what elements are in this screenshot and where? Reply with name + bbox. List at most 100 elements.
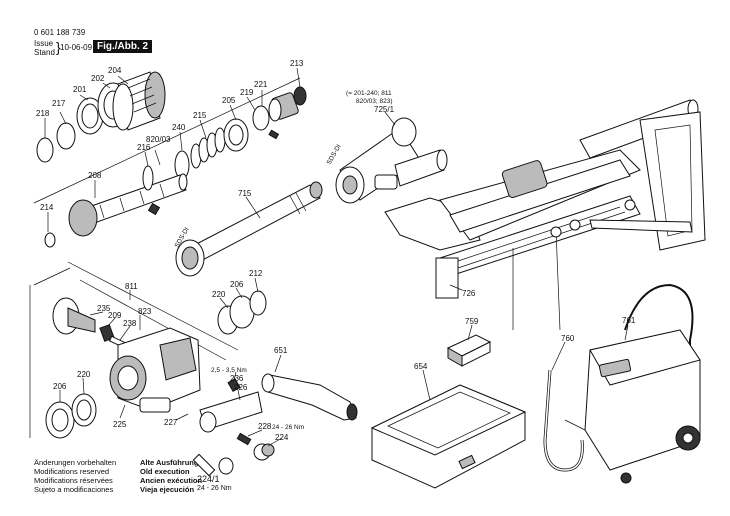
issue-date: 10-06-09 bbox=[60, 43, 93, 52]
old-part-number: 224/1 bbox=[197, 474, 220, 484]
callout-761: 761 bbox=[622, 316, 636, 325]
gear-housing-811 bbox=[109, 327, 201, 413]
nut-221 bbox=[268, 92, 299, 122]
legend-line: Alte Ausführung bbox=[140, 458, 199, 467]
screw-228 bbox=[236, 432, 252, 446]
box-759 bbox=[446, 334, 492, 367]
callout-651: 651 bbox=[274, 346, 288, 355]
carrying-case-654 bbox=[370, 384, 527, 489]
ring-201-inner bbox=[81, 103, 99, 129]
legend-line: Vieja ejecución bbox=[140, 485, 195, 494]
legend-line: Ancien exécution bbox=[140, 476, 203, 485]
ring-217 bbox=[56, 122, 76, 150]
callout-240: 240 bbox=[172, 123, 186, 132]
knob-235 bbox=[52, 297, 96, 335]
callout-labels: 213 204 202 201 217 218 221 219 205 215 … bbox=[36, 59, 636, 442]
callout-823: 823 bbox=[138, 307, 152, 316]
screw-224 bbox=[253, 443, 275, 461]
note-line: Sujeto a modificaciones bbox=[34, 485, 114, 494]
ring-214 bbox=[44, 232, 56, 248]
callout-212: 212 bbox=[249, 269, 263, 278]
callout-208: 208 bbox=[88, 171, 102, 180]
stand-label: Stand bbox=[34, 48, 55, 57]
note-line: Modifications reserved bbox=[34, 467, 110, 476]
callout-726: 726 bbox=[462, 289, 476, 298]
old-part-torque: 24 - 26 Nm bbox=[197, 485, 232, 492]
callout-235: 235 bbox=[97, 304, 111, 313]
callout-206a: 206 bbox=[230, 280, 244, 289]
sleeve-204 bbox=[112, 71, 166, 131]
callout-201: 201 bbox=[73, 85, 87, 94]
callout-torque-224: 24 - 26 Nm bbox=[272, 424, 304, 431]
callout-202: 202 bbox=[91, 74, 105, 83]
callout-225: 225 bbox=[113, 420, 127, 429]
group-line bbox=[79, 279, 227, 361]
ring-219 bbox=[252, 105, 270, 131]
group-line bbox=[33, 267, 71, 286]
figure-label: Fig./Abb. 2 bbox=[93, 40, 153, 53]
sds-di-head-725-1 bbox=[335, 117, 448, 204]
part-226 bbox=[199, 391, 263, 433]
ring-216 bbox=[142, 165, 154, 191]
callout-228: 228 bbox=[258, 422, 272, 431]
leader-lines bbox=[44, 67, 629, 447]
ring-206b-inner bbox=[51, 408, 69, 432]
callout-725-note-1: (= 201-240; 811 bbox=[346, 90, 392, 97]
callout-760: 760 bbox=[561, 334, 575, 343]
washer-205-inner bbox=[228, 124, 244, 146]
bracket: } bbox=[56, 39, 61, 55]
hose-760 bbox=[543, 369, 584, 472]
note-line: Modifications réservées bbox=[34, 476, 113, 485]
retaining-ring-218 bbox=[36, 137, 54, 163]
callout-236: 236 bbox=[230, 374, 244, 383]
callout-725-note-2: 820/03; 823) bbox=[356, 98, 393, 105]
base-726 bbox=[435, 257, 459, 299]
issue-label: Issue bbox=[34, 39, 54, 48]
callout-224: 224 bbox=[275, 433, 289, 442]
old-execution-legend: Alte Ausführung Old execution Ancien exé… bbox=[140, 458, 202, 494]
ball-820-03 bbox=[147, 202, 161, 216]
group-line bbox=[67, 261, 239, 351]
tool-holder-715 bbox=[175, 181, 323, 277]
screw-236 bbox=[227, 377, 241, 393]
drill-stand-assembly bbox=[384, 99, 706, 331]
callout-654: 654 bbox=[414, 362, 428, 371]
modification-notes: Änderungen vorbehalten Modifications res… bbox=[34, 458, 116, 494]
side-handle-651 bbox=[261, 373, 358, 421]
callout-204: 204 bbox=[108, 66, 122, 75]
spring-215 bbox=[190, 127, 226, 169]
callout-218: 218 bbox=[36, 109, 50, 118]
callout-227: 227 bbox=[164, 418, 178, 427]
cap-213 bbox=[293, 86, 307, 106]
callout-215: 215 bbox=[193, 111, 207, 120]
vacuum-cleaner-761 bbox=[564, 283, 701, 484]
callout-238: 238 bbox=[123, 319, 137, 328]
sds-di-label-1: SDS-DI bbox=[326, 143, 343, 166]
callout-torque-236: 2,5 - 3,5 Nm bbox=[211, 367, 247, 374]
callout-715: 715 bbox=[238, 189, 252, 198]
legend-line: Old execution bbox=[140, 467, 190, 476]
callout-226: 226 bbox=[234, 383, 248, 392]
part-209 bbox=[99, 324, 115, 342]
callout-217: 217 bbox=[52, 99, 66, 108]
callout-220b: 220 bbox=[77, 370, 91, 379]
callout-759: 759 bbox=[465, 317, 479, 326]
callout-205: 205 bbox=[222, 96, 236, 105]
ring-212 bbox=[249, 290, 267, 316]
part-number: 0 601 188 739 bbox=[34, 28, 86, 37]
callout-725-1: 725/1 bbox=[374, 105, 395, 114]
callout-216: 216 bbox=[137, 143, 151, 152]
callout-213: 213 bbox=[290, 59, 304, 68]
callout-209: 209 bbox=[108, 311, 122, 320]
group-line bbox=[33, 77, 301, 204]
ring-220b-inner bbox=[76, 399, 92, 421]
hose-760-inner bbox=[544, 369, 584, 471]
spindle-208 bbox=[68, 173, 188, 237]
callout-811: 811 bbox=[125, 282, 138, 291]
callout-220a: 220 bbox=[212, 290, 226, 299]
note-line: Änderungen vorbehalten bbox=[34, 458, 117, 467]
callout-221: 221 bbox=[254, 80, 268, 89]
old-part-224-1 bbox=[192, 453, 234, 477]
pin-219 bbox=[268, 129, 280, 140]
